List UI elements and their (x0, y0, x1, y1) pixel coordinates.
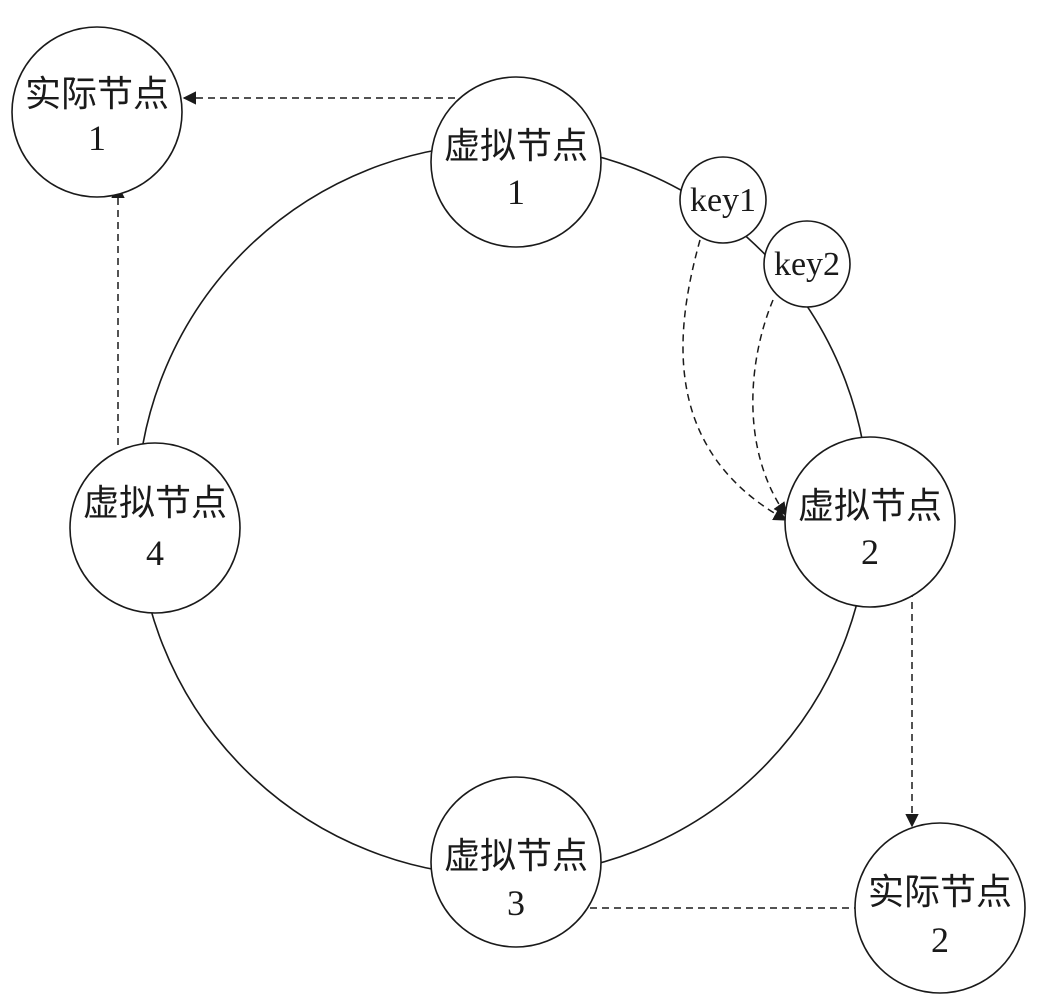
virtual-node-3-number: 3 (507, 883, 525, 923)
virtual-node-3-label: 虚拟节点 (444, 836, 588, 877)
key-1: key1 (679, 156, 767, 244)
actual-node-2-number: 2 (931, 920, 949, 960)
actual-node-2-circle (854, 822, 1026, 994)
virtual-node-3: 虚拟节点 3 (430, 776, 602, 948)
key-1-label: key1 (690, 182, 756, 219)
virtual-node-1-circle (430, 76, 602, 248)
virtual-node-2: 虚拟节点 2 (784, 436, 956, 608)
link-key2-to-virtual-2 (752, 299, 787, 517)
key-2-label: key2 (774, 246, 840, 283)
link-key1-to-virtual-2 (682, 239, 788, 521)
virtual-node-4-circle (69, 442, 241, 614)
virtual-node-4: 虚拟节点 4 (69, 442, 241, 614)
virtual-node-2-label: 虚拟节点 (798, 486, 942, 527)
virtual-node-2-circle (784, 436, 956, 608)
virtual-node-4-number: 4 (146, 533, 164, 573)
actual-node-1-number: 1 (88, 118, 106, 158)
hash-ring (136, 143, 870, 877)
virtual-node-4-label: 虚拟节点 (83, 483, 227, 524)
key-2-circle (763, 220, 851, 308)
key-2: key2 (763, 220, 851, 308)
virtual-node-1-number: 1 (507, 172, 525, 212)
key-1-circle (679, 156, 767, 244)
virtual-node-1-label: 虚拟节点 (444, 126, 588, 167)
virtual-node-1: 虚拟节点 1 (430, 76, 602, 248)
actual-node-2-label: 实际节点 (868, 872, 1012, 913)
actual-node-1-label: 实际节点 (25, 74, 169, 115)
actual-node-1: 实际节点 1 (11, 26, 183, 198)
actual-node-2: 实际节点 2 (854, 822, 1026, 994)
virtual-node-2-number: 2 (861, 532, 879, 572)
mapping-links (111, 91, 919, 909)
virtual-node-3-circle (430, 776, 602, 948)
actual-node-1-circle (11, 26, 183, 198)
